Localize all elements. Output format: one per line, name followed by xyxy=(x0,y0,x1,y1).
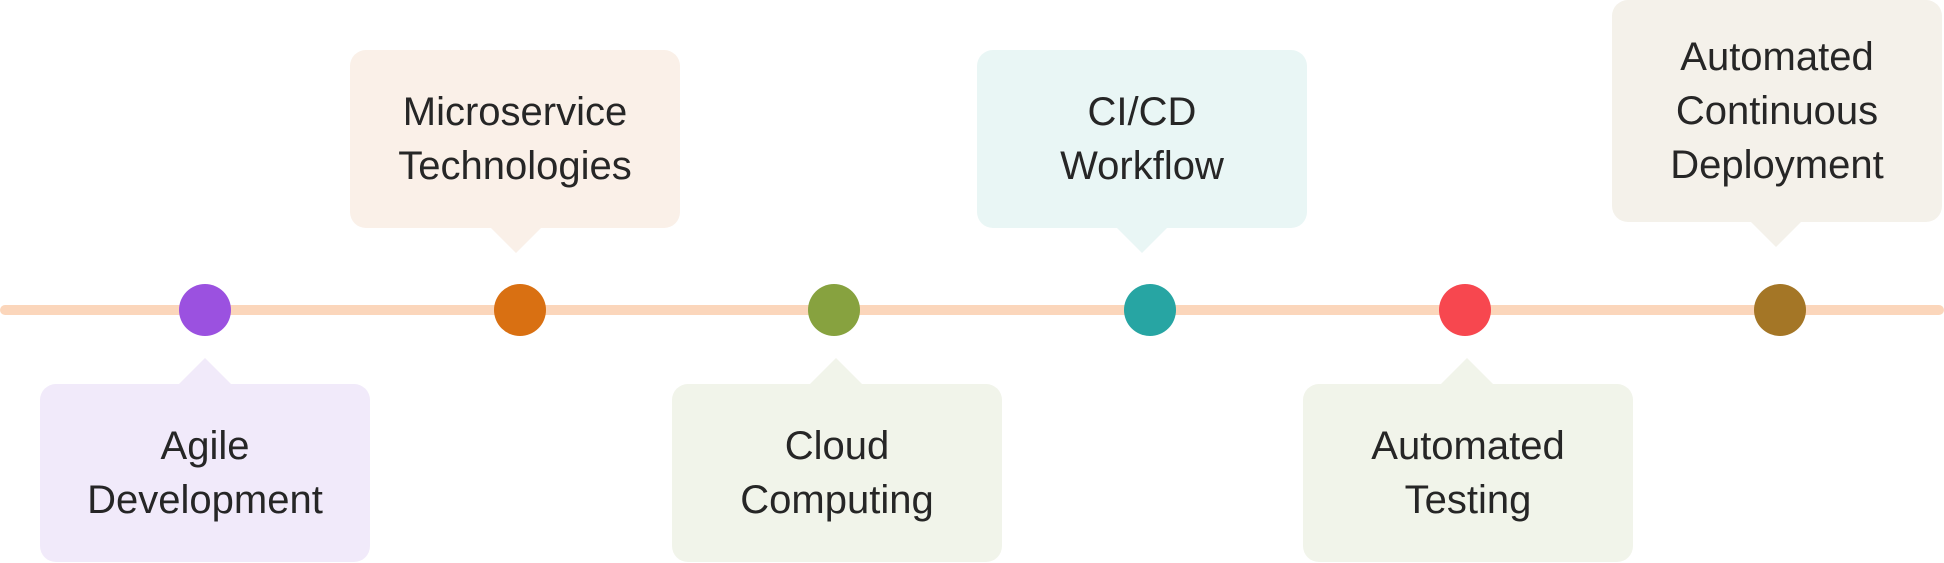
milestone-label-automated-continuous-deployment: Automated Continuous Deployment xyxy=(1670,35,1884,187)
card-pointer-cloud-computing xyxy=(810,358,862,384)
milestone-dot-automated-continuous-deployment xyxy=(1754,284,1806,336)
card-pointer-automated-continuous-deployment xyxy=(1750,221,1802,247)
milestone-card-agile-development: Agile Development xyxy=(40,384,370,562)
milestone-card-ci-cd-workflow: CI/CD Workflow xyxy=(977,50,1307,228)
milestone-card-microservice-technologies: Microservice Technologies xyxy=(350,50,680,228)
milestone-label-cloud-computing: Cloud Computing xyxy=(740,424,934,522)
milestone-dot-automated-testing xyxy=(1439,284,1491,336)
milestone-dot-agile-development xyxy=(179,284,231,336)
card-pointer-agile-development xyxy=(179,358,231,384)
card-pointer-automated-testing xyxy=(1441,358,1493,384)
milestone-dot-microservice-technologies xyxy=(494,284,546,336)
milestone-label-automated-testing: Automated Testing xyxy=(1371,424,1565,522)
card-pointer-ci-cd-workflow xyxy=(1116,227,1168,253)
milestone-label-agile-development: Agile Development xyxy=(87,424,323,522)
milestone-card-cloud-computing: Cloud Computing xyxy=(672,384,1002,562)
milestone-card-automated-testing: Automated Testing xyxy=(1303,384,1633,562)
milestone-card-automated-continuous-deployment: Automated Continuous Deployment xyxy=(1612,0,1942,222)
timeline-axis-line xyxy=(0,305,1944,315)
card-pointer-microservice-technologies xyxy=(490,227,542,253)
milestone-dot-ci-cd-workflow xyxy=(1124,284,1176,336)
milestone-dot-cloud-computing xyxy=(808,284,860,336)
milestone-label-microservice-technologies: Microservice Technologies xyxy=(398,90,632,188)
milestone-label-ci-cd-workflow: CI/CD Workflow xyxy=(1060,90,1224,188)
